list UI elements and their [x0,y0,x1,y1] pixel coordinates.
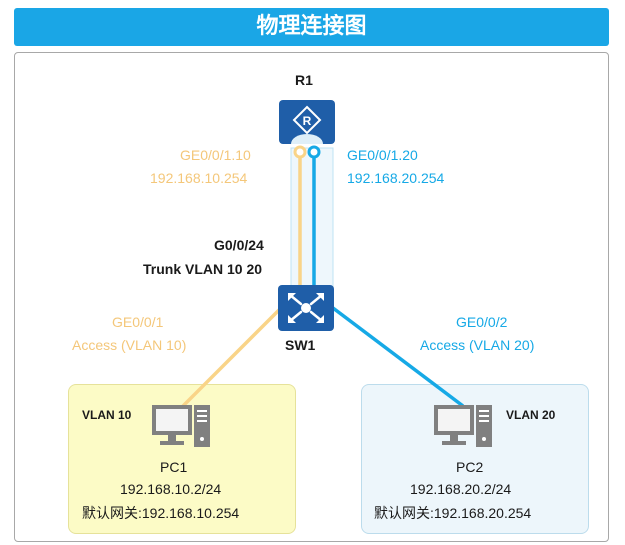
switch-uplink-mode: Trunk VLAN 10 20 [143,261,263,277]
switch-port-pc2-mode: Access (VLAN 20) [420,337,535,353]
router-subif-vlan20-name: GE0/0/1.20 [347,147,418,163]
vlan20-zone [361,384,589,534]
access-link-pc2 [331,306,465,408]
pc1-gateway: 默认网关:192.168.10.254 [82,505,240,521]
router-icon[interactable]: R [279,100,335,144]
pc2-ip: 192.168.20.2/24 [410,481,512,497]
pc2-gateway: 默认网关:192.168.20.254 [374,505,532,521]
pc2-computer-icon[interactable] [432,403,494,449]
router-subif-vlan20-ip: 192.168.20.254 [347,170,445,186]
switch-port-pc2-iface: GE0/0/2 [456,314,508,330]
subif-dot-vlan20 [307,145,321,159]
switch-icon[interactable] [278,285,334,331]
switch-uplink-iface: G0/0/24 [214,237,264,253]
pc1-ip: 192.168.10.2/24 [120,481,222,497]
diagram-title: 物理连接图 [14,8,609,46]
pc2-name: PC2 [456,459,484,475]
trunk-sheath [290,147,334,295]
pc2-vlan-label: VLAN 20 [506,408,556,422]
svg-text:R: R [303,114,312,128]
pc1-name: PC1 [160,459,188,475]
access-link-pc1 [179,306,283,410]
pc1-vlan-label: VLAN 10 [82,408,132,422]
diagram-frame [14,52,609,542]
router-subif-vlan10-ip: 192.168.10.254 [150,170,248,186]
router-name: R1 [295,72,313,88]
switch-port-pc1-iface: GE0/0/1 [112,314,164,330]
subif-dot-vlan10 [293,145,307,159]
router-subif-vlan10-name: GE0/0/1.10 [180,147,251,163]
switch-name: SW1 [285,337,316,353]
switch-port-pc1-mode: Access (VLAN 10) [72,337,187,353]
pc1-computer-icon[interactable] [150,403,212,449]
